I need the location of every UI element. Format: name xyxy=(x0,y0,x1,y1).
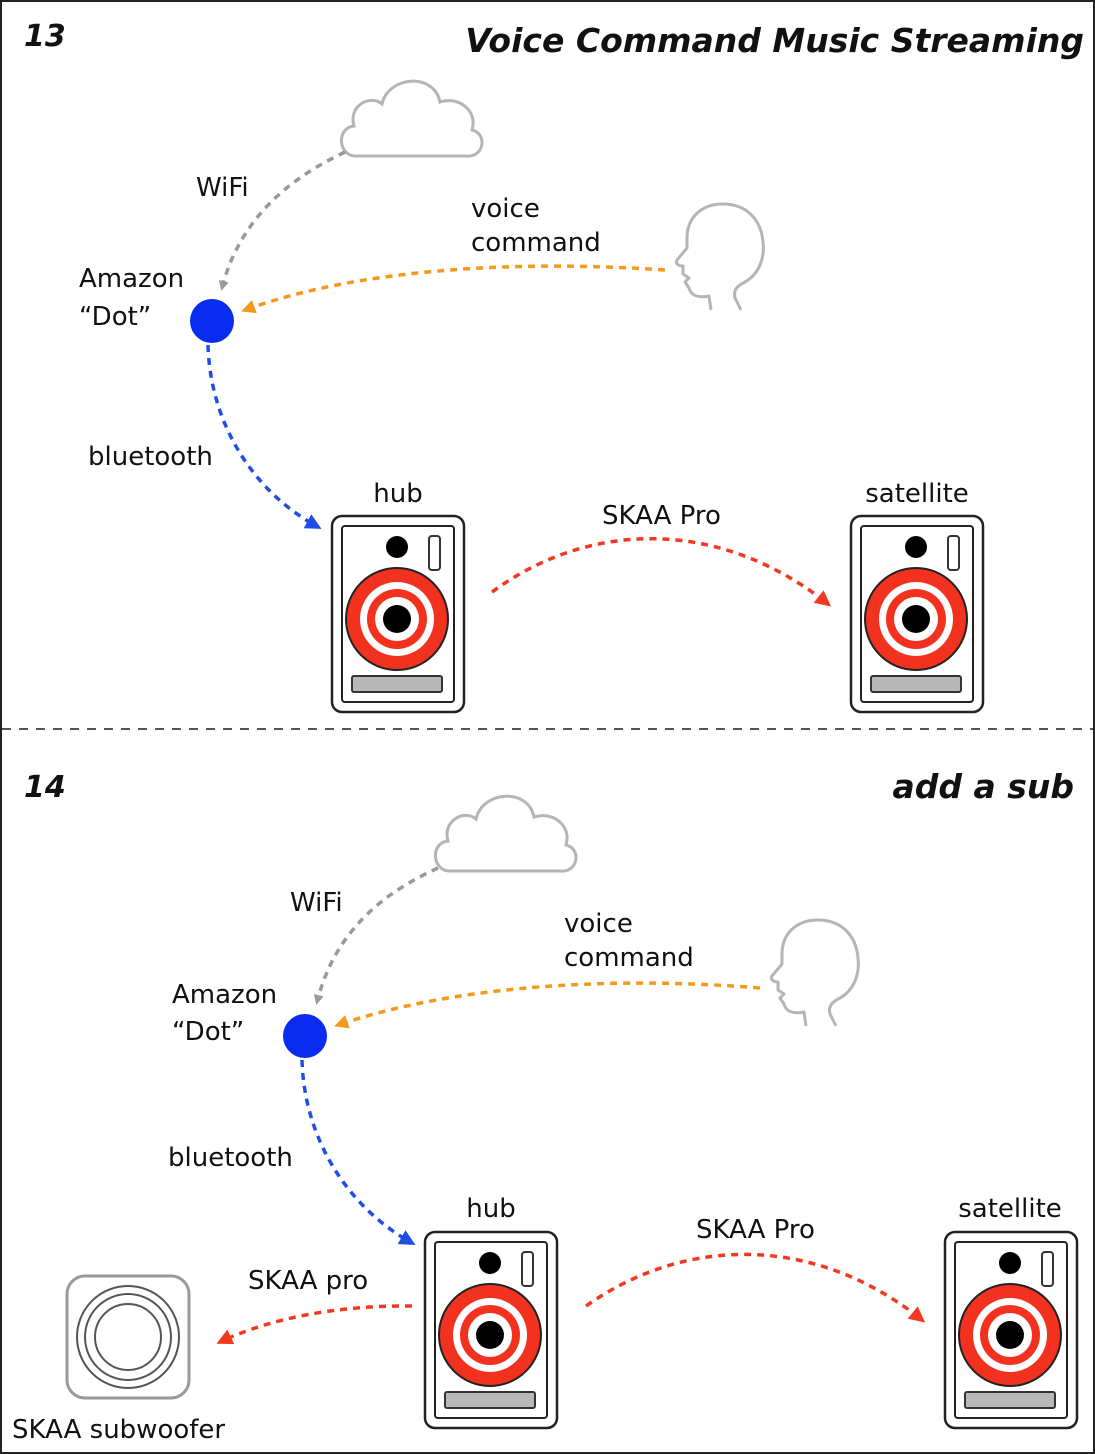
cloud-icon xyxy=(339,79,484,158)
head-profile-icon xyxy=(769,918,860,1028)
satellite-label: satellite xyxy=(958,1194,1062,1224)
skaa-pro-arrow xyxy=(490,537,832,607)
skaa-pro-arrow xyxy=(584,1252,926,1323)
hub-label: hub xyxy=(373,479,422,509)
panel-13: 13 Voice Command Music Streaming WiFi vo… xyxy=(24,19,1084,714)
subwoofer-icon xyxy=(65,1274,191,1400)
bluetooth-label: bluetooth xyxy=(168,1143,293,1173)
panel-number: 13 xyxy=(24,19,66,54)
panel-number: 14 xyxy=(24,770,66,805)
amazon-dot-icon xyxy=(283,1014,327,1058)
wifi-label: WiFi xyxy=(290,888,343,918)
satellite-label: satellite xyxy=(865,479,969,509)
command-label: command xyxy=(471,228,601,258)
head-profile-icon xyxy=(674,202,765,312)
command-label: command xyxy=(564,943,694,973)
cloud-icon xyxy=(433,794,578,873)
hub-speaker-icon xyxy=(330,514,466,714)
skaa-pro-sub-label: SKAA pro xyxy=(248,1266,368,1296)
dot-label: “Dot” xyxy=(172,1017,244,1047)
amazon-label: Amazon xyxy=(79,264,184,294)
amazon-label: Amazon xyxy=(172,980,277,1010)
dot-label: “Dot” xyxy=(79,302,151,332)
wifi-arrow xyxy=(218,150,346,291)
voice-command-arrow xyxy=(334,981,761,1029)
skaa-pro-label: SKAA Pro xyxy=(602,501,721,531)
voice-label: voice xyxy=(471,194,540,224)
hub-speaker-icon xyxy=(423,1230,559,1430)
bluetooth-arrow xyxy=(300,1059,416,1245)
satellite-speaker-icon xyxy=(849,514,985,714)
wifi-arrow xyxy=(313,866,439,1005)
bluetooth-arrow xyxy=(206,344,322,529)
skaa-pro-sub-arrow xyxy=(216,1304,413,1345)
hub-label: hub xyxy=(466,1194,515,1224)
bluetooth-label: bluetooth xyxy=(88,442,213,472)
panel-title: add a sub xyxy=(892,767,1074,806)
amazon-dot-icon xyxy=(190,299,234,343)
voice-command-arrow xyxy=(241,264,666,314)
panel-title: Voice Command Music Streaming xyxy=(465,21,1084,60)
subwoofer-label: SKAA subwoofer xyxy=(12,1415,225,1445)
wifi-label: WiFi xyxy=(196,173,249,203)
satellite-speaker-icon xyxy=(943,1230,1079,1430)
panel-14: 14 add a sub WiFi voice command Amazon “… xyxy=(12,767,1079,1445)
skaa-pro-label: SKAA Pro xyxy=(696,1215,815,1245)
voice-label: voice xyxy=(564,909,633,939)
